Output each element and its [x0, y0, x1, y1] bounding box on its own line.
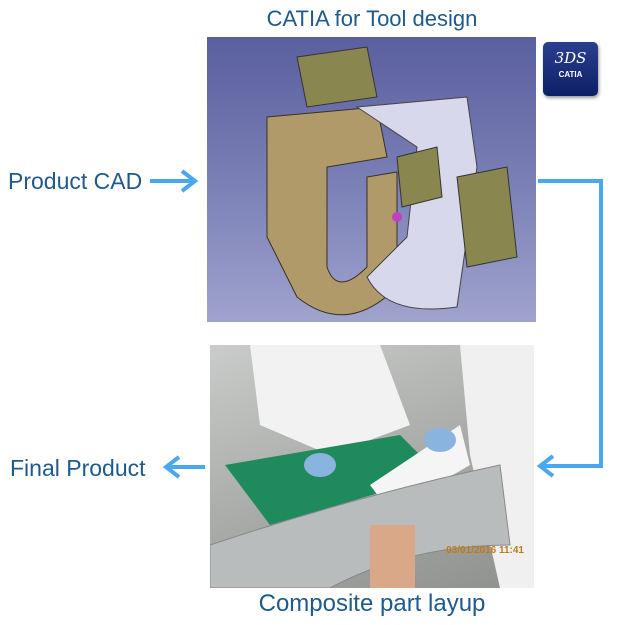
- final-product-label: Final Product: [10, 455, 146, 481]
- arrow-product-cad-to-cad: [150, 169, 199, 193]
- catia-logo: 3DS CATIA: [543, 42, 598, 96]
- photo-scene: [210, 345, 534, 588]
- connector-cad-to-photo: [536, 179, 603, 478]
- layup-photo: 03/01/2016 11:41: [210, 345, 534, 588]
- catia-logo-text: CATIA: [558, 70, 583, 79]
- cad-drawing: [266, 46, 518, 316]
- photo-caption: Composite part layup: [258, 590, 486, 617]
- product-cad-label: Product CAD: [8, 168, 143, 194]
- cad-model-image: [207, 37, 536, 322]
- photo-timestamp: 03/01/2016 11:41: [446, 545, 524, 556]
- diagram-title: CATIA for Tool design: [266, 6, 478, 31]
- 3ds-logo-mark: 3DS: [554, 49, 587, 67]
- arrow-photo-to-final-product: [162, 455, 205, 479]
